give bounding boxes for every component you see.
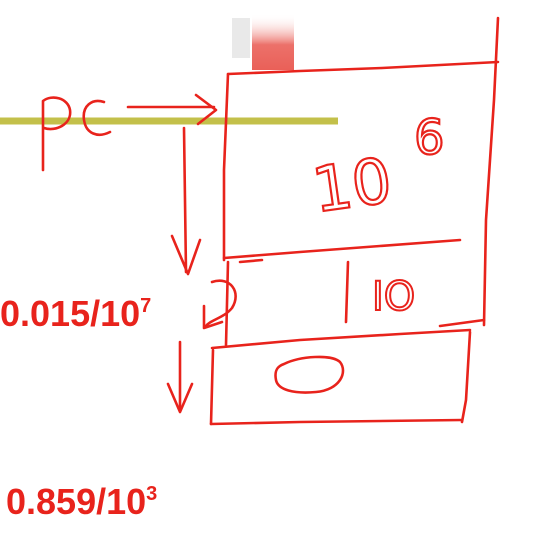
gray-smudge: [232, 18, 250, 58]
bottom-oval: [274, 355, 345, 394]
stack-divider-middle: [210, 328, 472, 350]
middle-segment-left: [224, 260, 230, 347]
bottom-annotation-value: 0.859/10: [6, 481, 147, 522]
curve-arrow: [204, 279, 237, 328]
pc-letter-c: [82, 99, 112, 136]
middle-segment-right: [438, 318, 486, 328]
pc-letter-p: [41, 96, 72, 172]
pc-arrow-head: [194, 93, 218, 126]
bottom-box-bottom: [209, 418, 464, 426]
middle-inner-tick: [238, 258, 264, 264]
lower-arrow-head: [166, 382, 194, 414]
stack-right-edge: [482, 16, 500, 327]
stack-left-edge: [222, 72, 230, 262]
down-arrow-head: [170, 234, 202, 276]
curve-arrow-head: [202, 304, 224, 330]
bottom-annotation-exponent: 3: [146, 483, 158, 505]
segment-top-exponent: 6: [414, 110, 445, 166]
segment-top-label: 10: [308, 144, 396, 227]
red-smudge: [252, 14, 294, 70]
middle-inner-divider: [344, 260, 350, 324]
bottom-box-left: [209, 348, 215, 426]
stack-divider-upper: [222, 238, 462, 260]
top-annotation-exponent: 7: [140, 295, 152, 317]
bottom-annotation: 0.859/103: [6, 484, 157, 520]
down-arrow-shaft: [182, 126, 188, 274]
bottom-box-right: [460, 330, 472, 424]
top-annotation-value: 0.015/10: [0, 293, 141, 334]
segment-middle-label: IO: [372, 274, 415, 320]
stack-top-edge: [226, 60, 500, 76]
top-annotation: 0.015/107: [0, 296, 151, 332]
